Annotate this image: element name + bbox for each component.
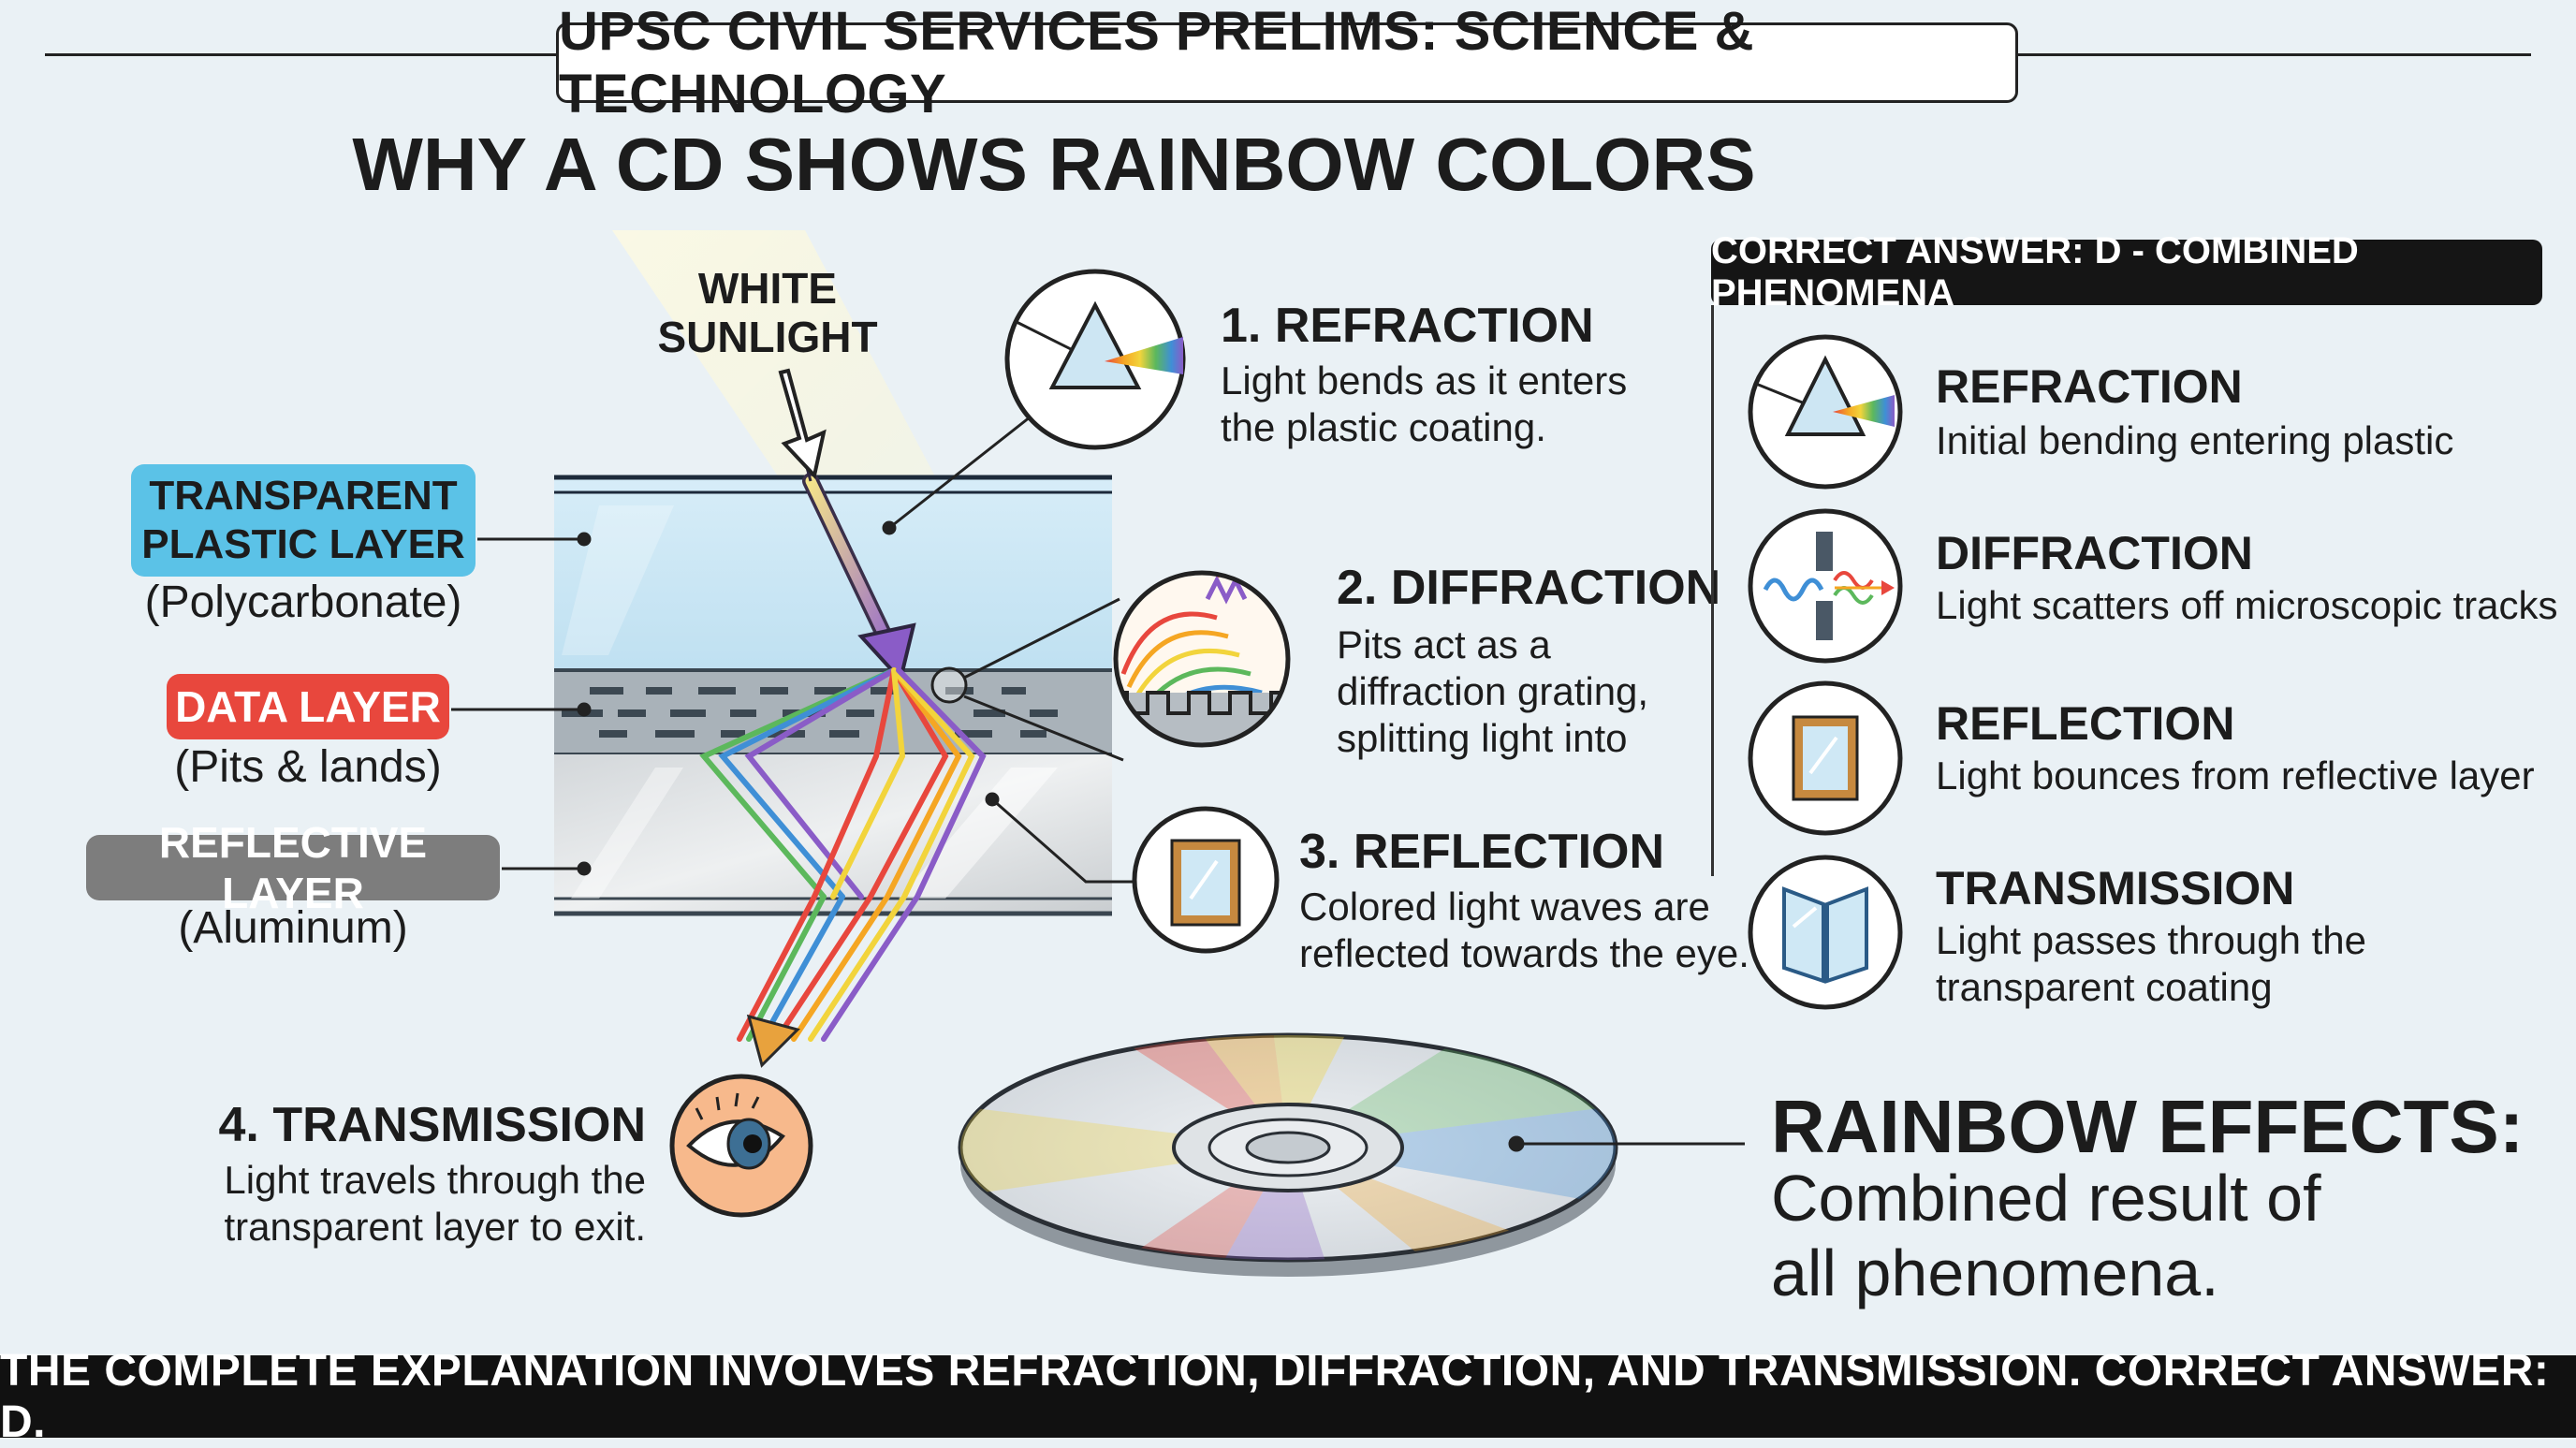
exam-title: UPSC CIVIL SERVICES PRELIMS: SCIENCE & T… <box>559 1 1754 124</box>
footer-bar: THE COMPLETE EXPLANATION INVOLVES REFRAC… <box>0 1346 2576 1447</box>
step-refraction-desc: Light bends as it enters the plastic coa… <box>1221 358 1627 451</box>
correct-answer-text: CORRECT ANSWER: D - COMBINED PHENOMENA <box>1711 230 2359 314</box>
data-layer-name: DATA LAYER <box>175 682 441 731</box>
step-leaders <box>882 408 1134 884</box>
desc-line: the plastic coating. <box>1221 405 1546 449</box>
step-reflection-title: 3. REFLECTION <box>1299 825 1665 879</box>
desc-line: all phenomena. <box>1771 1236 2219 1309</box>
desc-line: reflected towards the eye. <box>1299 931 1749 975</box>
step-diffraction-desc: Pits act as a diffraction grating, split… <box>1337 622 1648 762</box>
reflection-mirror-icon <box>1132 806 1280 954</box>
eye-icon <box>669 1074 813 1218</box>
desc-line: Pits act as a <box>1337 622 1551 666</box>
panel-transmission-desc: Light passes through the transparent coa… <box>1936 917 2366 1011</box>
panel-reflection-desc: Light bounces from reflective layer <box>1936 753 2535 797</box>
desc-line: transparent layer to exit. <box>224 1205 646 1249</box>
step-transmission-title: 4. TRANSMISSION <box>218 1098 647 1152</box>
layer-leaders <box>451 532 592 876</box>
step-diffraction-title: 2. DIFFRACTION <box>1337 561 1721 615</box>
sunlight-label: WHITE SUNLIGHT <box>655 264 880 361</box>
diffraction-magnifier-icon <box>1113 570 1291 748</box>
cd-cross-section <box>554 475 1112 916</box>
panel-window-icon <box>1748 855 1903 1010</box>
cd-disc <box>958 1032 1618 1277</box>
data-layer-material: (Pits & lands) <box>174 742 442 792</box>
desc-line: Colored light waves are <box>1299 885 1710 929</box>
plastic-layer-label: TRANSPARENT PLASTIC LAYER <box>131 464 476 577</box>
plastic-layer-name-line: TRANSPARENT <box>149 473 458 519</box>
step-reflection-desc: Colored light waves are reflected toward… <box>1299 884 1749 977</box>
desc-line: Light passes through the <box>1936 918 2366 962</box>
spectrum-rays <box>699 667 987 1042</box>
exit-arrowhead <box>746 1014 800 1068</box>
incoming-ray <box>778 368 916 684</box>
header-rule-right <box>2018 53 2531 56</box>
panel-refraction-title: REFRACTION <box>1936 360 2243 413</box>
rainbow-effects-desc: Combined result of all phenomena. <box>1771 1161 2321 1310</box>
footer-text: THE COMPLETE EXPLANATION INVOLVES REFRAC… <box>0 1346 2550 1447</box>
reflective-layer-name: REFLECTIVE LAYER <box>158 818 428 917</box>
panel-diffraction-icon <box>1748 508 1903 664</box>
desc-line: splitting light into <box>1337 716 1628 760</box>
desc-line: Light travels through the <box>224 1158 646 1202</box>
desc-line: diffraction grating, <box>1337 669 1649 713</box>
panel-diffraction-title: DIFFRACTION <box>1936 527 2253 579</box>
refraction-prism-icon <box>1004 269 1186 450</box>
exam-title-box: UPSC CIVIL SERVICES PRELIMS: SCIENCE & T… <box>556 1 2018 124</box>
panel-divider <box>1711 305 1714 876</box>
panel-refraction-desc: Initial bending entering plastic <box>1936 418 2454 462</box>
sunlight-label-line: SUNLIGHT <box>657 313 878 361</box>
desc-line: Light bends as it enters <box>1221 358 1628 402</box>
desc-line: transparent coating <box>1936 965 2273 1009</box>
data-layer-label: DATA LAYER <box>167 674 449 739</box>
main-title: WHY A CD SHOWS RAINBOW COLORS <box>352 123 1756 206</box>
sunlight-label-line: WHITE <box>697 264 838 313</box>
step-refraction-title: 1. REFRACTION <box>1221 299 1594 353</box>
correct-answer-header: CORRECT ANSWER: D - COMBINED PHENOMENA <box>1711 230 2542 314</box>
panel-mirror-icon <box>1748 680 1903 836</box>
reflective-layer-material: (Aluminum) <box>178 903 408 953</box>
panel-reflection-title: REFLECTION <box>1936 697 2235 750</box>
rainbow-leader <box>1508 1135 1745 1152</box>
panel-prism-icon <box>1748 334 1903 490</box>
header-rule-left <box>45 53 556 56</box>
reflective-layer-label: REFLECTIVE LAYER <box>86 818 500 917</box>
step-transmission-desc: Light travels through the transparent la… <box>168 1157 646 1251</box>
plastic-layer-material: (Polycarbonate) <box>144 578 462 627</box>
rainbow-effects-title: RAINBOW EFFECTS: <box>1771 1085 2525 1168</box>
plastic-layer-name-line: PLASTIC LAYER <box>141 521 465 567</box>
panel-diffraction-desc: Light scatters off microscopic tracks <box>1936 583 2558 627</box>
panel-transmission-title: TRANSMISSION <box>1936 862 2295 914</box>
desc-line: Combined result of <box>1771 1162 2321 1235</box>
